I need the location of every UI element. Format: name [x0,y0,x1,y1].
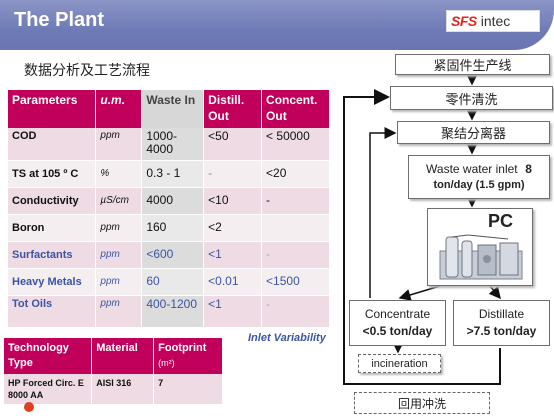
param-unit: ppm [95,241,143,269]
footprint-value: 7 [153,374,223,404]
col-header-concent-out: Concent. Out [261,90,330,128]
flow-box-fastener-line: 紧固件生产线 [395,54,550,75]
waste-water-inlet-label: Waste water inlet [426,162,518,176]
distill-out-value: <2 [203,214,263,242]
flow-box-coalescing-separator: 聚结分离器 [397,121,550,144]
pc-label: PC [488,211,514,231]
table-row: Conductivity µS/cm 4000 <10 - [8,187,330,215]
flow-box-reuse-flushing: 回用冲洗 [354,392,490,414]
waste-in-value: 60 [141,268,205,296]
param-unit: ppm [95,295,143,328]
logo-intec-text: intec [480,13,511,29]
param-name: TS at 105 º C [8,160,97,188]
distill-out-value: <1 [203,241,263,269]
distillate-label: Distillate [478,307,525,321]
flow-box-incineration: incineration [358,354,441,373]
distill-out-value: <0.01 [203,268,263,296]
waste-water-inlet-number: 8 [525,162,532,176]
col-header-footprint: Footprint (m²) [153,338,223,374]
param-name: Boron [8,214,97,242]
bottom-logo-icon [24,402,34,412]
concent-out-value: <1500 [261,268,330,296]
param-name: Heavy Metals [8,268,97,296]
waste-in-value: 1000-4000 [141,128,205,161]
tech-row: HP Forced Circ. E 8000 AA AISI 316 7 [4,374,223,404]
table-row: Boron ppm 160 <2 [8,214,330,242]
param-unit: µS/cm [95,187,143,215]
page-title: The Plant [14,9,105,31]
concent-out-value: - [261,241,330,269]
concent-out-value [261,214,330,242]
col-header-um: u.m. [95,90,143,128]
inlet-variability-note: Inlet Variability [248,332,326,344]
param-name: COD [8,128,97,161]
table-row: Surfactants ppm <600 <1 - [8,241,330,269]
distill-out-value: - [203,160,263,188]
param-unit: % [95,160,143,188]
logo-sfs-text: SFS [451,13,477,29]
concent-out-value: - [261,295,330,328]
sfs-intec-logo: SFS intec [446,10,540,32]
footprint-unit: (m²) [158,358,175,368]
param-name: Tot Oils [8,295,97,328]
distillate-amount: >7.5 ton/day [466,324,537,338]
technology-value: HP Forced Circ. E 8000 AA [4,374,93,404]
incineration-label: incineration [371,357,428,370]
param-unit: ppm [95,128,143,161]
col-header-technology: Technology Type [4,338,93,374]
parameters-table: Parameters u.m. Waste In Distill. Out Co… [8,90,330,328]
col-header-material: Material [91,338,155,374]
tech-header-row: Technology Type Material Footprint (m²) [4,338,223,374]
param-unit: ppm [95,214,143,242]
concent-out-value: - [261,187,330,215]
flow-box-parts-cleaning: 零件清洗 [390,86,553,110]
waste-in-value: 160 [141,214,205,242]
param-name: Conductivity [8,187,97,215]
header-bar: The Plant SFS intec [0,0,554,50]
col-header-waste-in: Waste In [141,90,205,128]
table-row: Heavy Metals ppm 60 <0.01 <1500 [8,268,330,296]
table-row: TS at 105 º C % 0.3 - 1 - <20 [8,160,330,188]
subtitle: 数据分析及工艺流程 [24,63,150,79]
table-row: Tot Oils ppm 400-1200 <1 - [8,295,330,328]
table-header-row: Parameters u.m. Waste In Distill. Out Co… [8,90,330,128]
flow-box-distillate: Distillate >7.5 ton/day [453,300,550,346]
distill-out-value: <50 [203,128,263,161]
param-unit: ppm [95,268,143,296]
distill-out-value: <1 [203,295,263,328]
concent-out-value: < 50000 [261,128,330,161]
param-name: Surfactants [8,241,97,269]
material-value: AISI 316 [91,374,155,404]
flow-box-pc-unit: PC [427,208,533,286]
flow-box-concentrate: Concentrate <0.5 ton/day [349,300,446,346]
waste-in-value: 0.3 - 1 [141,160,205,188]
table-row: COD ppm 1000-4000 <50 < 50000 [8,128,330,161]
waste-water-inlet-flow: ton/day (1.5 gpm) [433,179,525,191]
waste-in-value: <600 [141,241,205,269]
col-header-distill-out: Distill. Out [203,90,263,128]
waste-in-value: 4000 [141,187,205,215]
distill-out-value: <10 [203,187,263,215]
concentrate-label: Concentrate [364,307,431,321]
waste-in-value: 400-1200 [141,295,205,328]
col-header-parameters: Parameters [8,90,97,128]
technology-table: Technology Type Material Footprint (m²) … [4,338,223,404]
flow-box-waste-water-inlet: Waste water inlet 8 ton/day (1.5 gpm) [408,155,550,199]
footprint-label: Footprint [158,342,207,354]
concent-out-value: <20 [261,160,330,188]
evaporator-equipment-icon [439,234,523,280]
concentrate-amount: <0.5 ton/day [362,324,433,338]
